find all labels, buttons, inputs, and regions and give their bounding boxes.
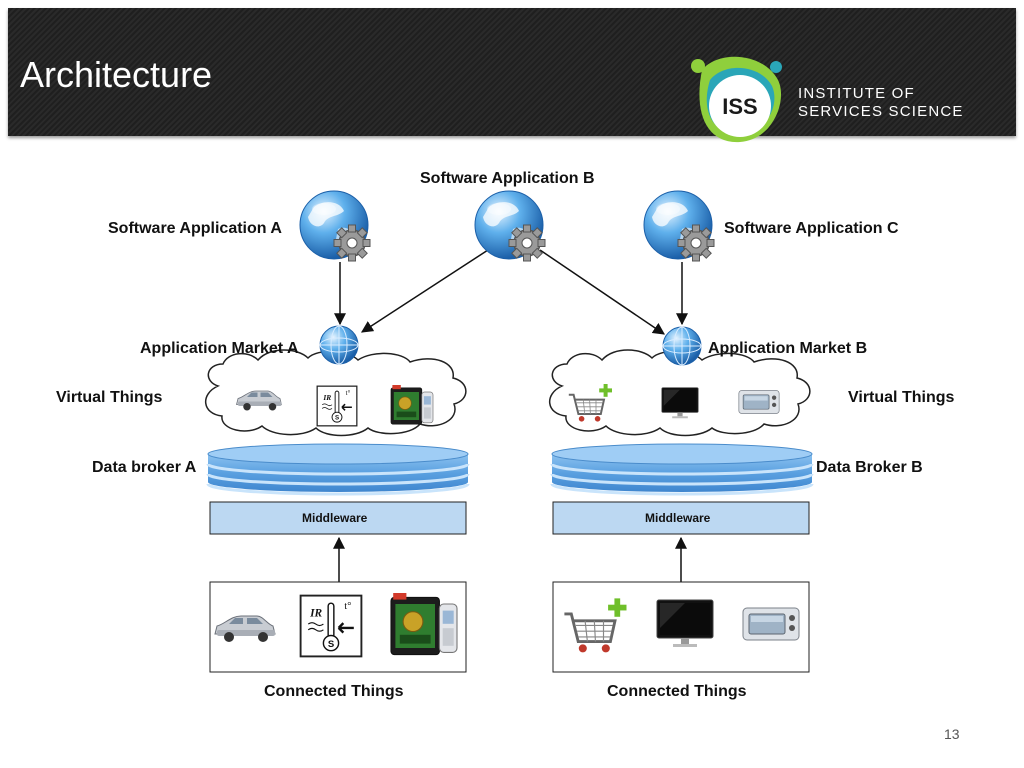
logo-mark: ISS [722,94,757,119]
label-data-broker-a: Data broker A [92,459,197,476]
page-number: 13 [944,726,960,742]
arrow-app-b-to-market-b [539,249,665,335]
virtual-toaster-oven-icon [738,390,780,414]
label-connected-things-b: Connected Things [607,683,747,700]
virtual-ir-thermometer-icon [316,385,358,427]
data-broker-a-disk [206,442,470,496]
market-b-globe-icon [662,326,702,366]
slide-header: Architecture ISS INSTITUTE OF SERVICES S… [8,8,1016,143]
app-b-globe-gear-icon [474,190,546,262]
label-data-broker-b: Data Broker B [816,459,923,476]
app-a-globe-gear-icon [299,190,371,262]
logo-line-2: SERVICES SCIENCE [798,103,964,120]
app-c-globe-gear-icon [643,190,715,262]
middleware-b-box [552,501,810,535]
middleware-a-box [209,501,467,535]
label-middleware-b: Middleware [645,511,711,525]
label-virtual-things-left: Virtual Things [56,389,163,406]
market-a-globe-icon [319,325,359,365]
label-virtual-things-right: Virtual Things [848,389,955,406]
slide-title: Architecture [20,54,213,95]
logo-text: INSTITUTE OF SERVICES SCIENCE [798,85,964,121]
arrow-app-b-to-market-a [360,249,489,333]
data-broker-b-disk [550,442,814,496]
label-app-market-b: Application Market B [708,340,868,357]
label-connected-things-a: Connected Things [264,683,404,700]
label-software-app-c: Software Application C [724,220,899,237]
iss-logo: ISS [691,56,782,143]
label-software-app-a: Software Application A [108,220,282,237]
connected-toaster-oven-icon [742,607,800,641]
label-middleware-a: Middleware [302,511,368,525]
connected-ir-thermometer-icon [299,594,363,658]
logo-line-1: INSTITUTE OF [798,85,915,102]
label-app-market-a: Application Market A [140,340,299,357]
label-software-app-b: Software Application B [420,170,595,187]
